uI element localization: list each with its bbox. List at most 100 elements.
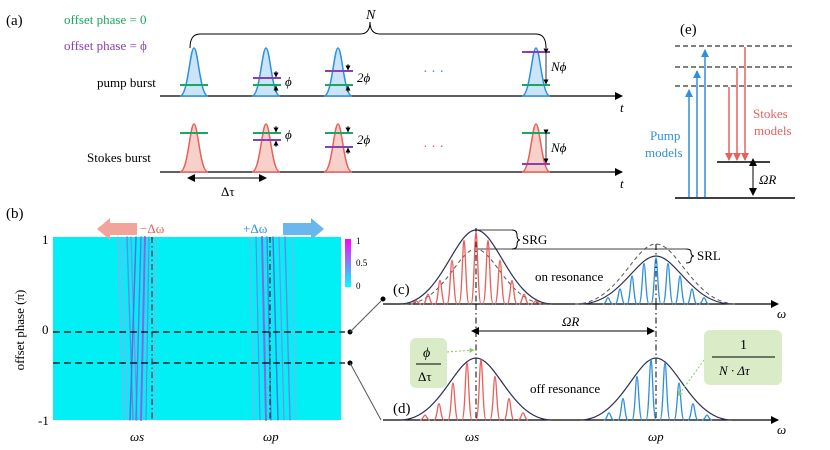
stokes-comb-off-peak xyxy=(503,397,515,421)
pump-transition-arrows xyxy=(685,49,709,197)
panel-label-b: (b) xyxy=(6,206,24,222)
stokes-comb-off xyxy=(419,358,529,421)
freq-xtick-wp: ωp xyxy=(648,429,664,444)
pump-comb-off-peak xyxy=(701,414,713,421)
stokes-comb-on xyxy=(410,231,542,305)
heatmap-lines-right xyxy=(249,236,297,421)
pump-comb-off-peak xyxy=(645,358,657,421)
phase-shift-pointer xyxy=(446,347,475,353)
pump-comb-off-peak xyxy=(617,397,629,421)
stokes-transition-arrows xyxy=(725,47,749,161)
freq-axis-label-c: ω xyxy=(777,306,786,321)
stokes-pulse-n xyxy=(521,123,551,173)
stokes-burst-label: Stokes burst xyxy=(87,150,151,165)
spacing-numerator: 1 xyxy=(740,338,747,353)
stokes-comb-off-peak xyxy=(489,375,501,421)
pump-comb-on-peak xyxy=(698,297,710,305)
colorbar-tick-05: 0.5 xyxy=(356,258,368,268)
connector-line-d xyxy=(349,362,382,421)
stokes-comb-on-peak xyxy=(458,239,470,305)
pump-pulse-3 xyxy=(323,47,353,97)
stokes-envelope-ref xyxy=(404,248,548,305)
stokes-comb-on-peak xyxy=(470,231,482,305)
stokes-comb-off-peak xyxy=(517,412,529,421)
pump-comb-on-peak xyxy=(674,275,686,305)
pump-envelope-ref xyxy=(574,243,738,305)
pump-envelope-on xyxy=(579,255,733,305)
stokes-comb-on-peak xyxy=(482,239,494,305)
stokes-comb-off-peak xyxy=(433,403,445,421)
colorbar xyxy=(345,239,351,287)
stokes-comb-off-peak xyxy=(447,382,459,421)
pump-comb-off-peak xyxy=(687,403,699,421)
stokes-envelope-off xyxy=(399,357,553,421)
legend-offset-zero: offset phase = 0 xyxy=(64,12,147,27)
energy-levels xyxy=(675,45,795,199)
heatmap-ylabel: offset phase (π) xyxy=(12,290,27,371)
pump-comb-off xyxy=(603,358,713,421)
stokes-comb-on-peak xyxy=(446,259,458,305)
pump-envelope-off xyxy=(579,357,733,421)
heatmap-xtick-ws: ωs xyxy=(130,429,144,444)
pump-comb-off-peak xyxy=(659,362,671,421)
pump-time-axis-label: t xyxy=(620,100,624,115)
stokes-models-label: Stokes models xyxy=(753,106,792,138)
burst-count-label: N xyxy=(365,8,376,23)
srg-label: SRG xyxy=(522,232,547,247)
legend-offset-phi: offset phase = ϕ xyxy=(64,38,147,53)
spacing-pointer xyxy=(677,359,705,397)
red-shift-label: −Δω xyxy=(140,221,165,236)
pump-comb-on-peak xyxy=(662,262,674,305)
on-resonance-label: on resonance xyxy=(535,269,603,284)
pump-comb-on-peak xyxy=(602,297,614,305)
pump-models-label: Pump models xyxy=(645,128,684,160)
heatmap-ytick-mid: 0 xyxy=(42,322,49,337)
phase-shift-numerator: ϕ xyxy=(423,346,430,361)
pump-shift-label-1: ϕ xyxy=(285,74,292,89)
pump-pulse-2 xyxy=(251,47,281,97)
freq-xtick-ws: ωs xyxy=(465,429,479,444)
pump-pulse-1 xyxy=(179,47,209,97)
blue-shift-label: +Δω xyxy=(243,221,268,236)
pump-comb-off-peak xyxy=(673,382,685,421)
stokes-shift-label-1: ϕ xyxy=(285,127,292,142)
raman-shift-label-cd: ΩR xyxy=(562,314,579,329)
srl-brace xyxy=(685,248,695,264)
stokes-shift-label-2: 2ϕ xyxy=(357,132,371,147)
pump-comb-on-peak xyxy=(614,288,626,305)
stokes-pulse-3 xyxy=(323,123,353,173)
pump-comb-on-peak xyxy=(626,275,638,305)
stokes-comb-on-peak xyxy=(422,293,434,305)
panel-label-d: (d) xyxy=(393,401,411,417)
stokes-comb-on-peak xyxy=(494,259,506,305)
stokes-pulse-1 xyxy=(179,123,209,173)
stokes-comb-off-peak xyxy=(419,414,431,421)
pump-shift-label-2: 2ϕ xyxy=(357,70,371,85)
pump-shift-label-n: Nϕ xyxy=(550,59,567,74)
srg-brace xyxy=(511,229,521,250)
stokes-pulse-2 xyxy=(251,123,281,173)
heatmap-ytick-top: 1 xyxy=(42,232,49,247)
pump-comb-off-peak xyxy=(631,375,643,421)
stokes-comb-on-peak xyxy=(434,279,446,305)
phase-shift-callout xyxy=(410,338,447,388)
connector-dot-c-end xyxy=(380,296,386,302)
colorbar-tick-1: 1 xyxy=(356,236,361,246)
heatmap-xtick-wp: ωp xyxy=(263,429,279,444)
spacing-denominator: N · Δτ xyxy=(718,363,751,378)
pump-comb-off-peak xyxy=(603,412,615,421)
stokes-comb-on-peak xyxy=(530,300,542,305)
pump-burst-label: pump burst xyxy=(97,75,156,90)
freq-axis-label-d: ω xyxy=(777,422,786,437)
heatmap-lines-left xyxy=(117,236,157,421)
burst-count-brace xyxy=(189,21,547,49)
phase-shift-denominator: Δτ xyxy=(418,369,432,384)
pump-pulse-n xyxy=(521,47,551,97)
stokes-time-axis-label: t xyxy=(620,176,624,191)
srl-label: SRL xyxy=(697,248,721,263)
stokes-comb-on-peak xyxy=(518,293,530,305)
heatmap xyxy=(53,237,341,420)
panel-label-c: (c) xyxy=(393,282,410,298)
pump-comb-on xyxy=(602,257,710,305)
